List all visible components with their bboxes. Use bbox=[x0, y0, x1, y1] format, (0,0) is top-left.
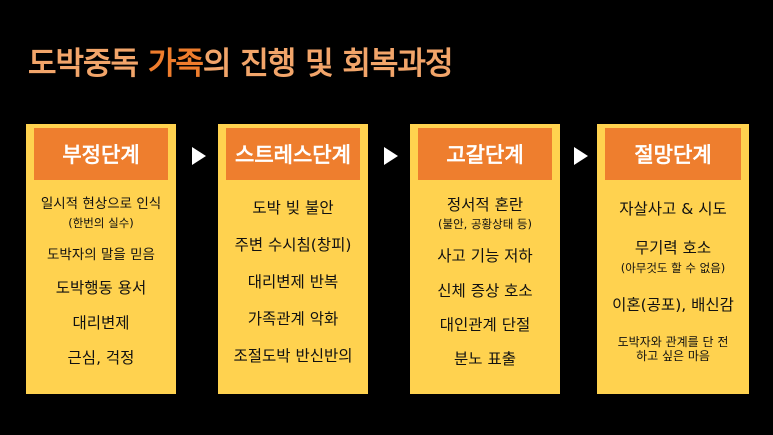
stage-item: 도박 빚 불안 bbox=[252, 199, 333, 218]
stage-item: 분노 표출 bbox=[454, 350, 516, 369]
item-text: 대인관계 단절 bbox=[439, 315, 531, 334]
stage-item: 무기력 호소 (아무것도 할 수 없음) bbox=[621, 239, 726, 275]
stage-header: 고갈단계 bbox=[418, 128, 552, 180]
stage-item: 조절도박 반신반의 bbox=[233, 347, 352, 366]
item-text: 도박행동 용서 bbox=[55, 279, 147, 298]
item-text: 도박자의 말을 믿음 bbox=[47, 246, 155, 263]
stage-item: 일시적 현상으로 인식 (한번의 실수) bbox=[41, 196, 161, 230]
stage-item: 대리변제 반복 bbox=[248, 273, 339, 292]
stage-item: 사고 기능 저하 bbox=[437, 247, 532, 266]
stage-item: 자살사고 & 시도 bbox=[619, 200, 727, 219]
item-text: 일시적 현상으로 인식 bbox=[40, 196, 162, 213]
item-text: 사고 기능 저하 bbox=[437, 247, 533, 266]
stage-items: 자살사고 & 시도 무기력 호소 (아무것도 할 수 없음) 이혼(공포), 배… bbox=[597, 180, 749, 384]
stage-item: 도박자와 관계를 단 전하고 싶은 마음 bbox=[613, 335, 733, 364]
stage-items: 정서적 혼란 (불안, 공황상태 등) 사고 기능 저하 신체 증상 호소 대인… bbox=[410, 180, 560, 384]
stage-item: 정서적 혼란 (불안, 공황상태 등) bbox=[438, 196, 532, 232]
item-text: 분노 표출 bbox=[454, 349, 516, 368]
stage-items: 도박 빚 불안 주변 수시침(창피) 대리변제 반복 가족관계 악화 조절도박 … bbox=[218, 180, 368, 384]
stage-stress: 스트레스단계 도박 빚 불안 주변 수시침(창피) 대리변제 반복 가족관계 악… bbox=[218, 124, 368, 394]
title-pre: 도박중독 bbox=[28, 46, 148, 82]
stage-item: 신체 증상 호소 bbox=[437, 282, 532, 301]
chevron-right-icon bbox=[192, 147, 206, 165]
item-text: 근심, 걱정 bbox=[67, 349, 135, 367]
item-text: 무기력 호소 bbox=[634, 239, 712, 258]
page-title: 도박중독 가족의 진행 및 회복과정 bbox=[28, 38, 454, 83]
item-text: 조절도박 반신반의 bbox=[233, 346, 353, 365]
stage-item: 대인관계 단절 bbox=[440, 316, 531, 335]
stage-item: 이혼(공포), 배신감 bbox=[612, 296, 734, 315]
stage-header: 스트레스단계 bbox=[226, 128, 360, 180]
item-text: 주변 수시침(창피) bbox=[234, 235, 352, 254]
item-subtext: (한번의 실수) bbox=[68, 215, 134, 230]
chevron-right-icon bbox=[384, 147, 398, 165]
item-text: 도박자와 관계를 단 전하고 싶은 마음 bbox=[617, 334, 729, 364]
stage-item: 가족관계 악화 bbox=[248, 310, 339, 329]
chevron-right-icon bbox=[574, 147, 588, 165]
stage-header: 절망단계 bbox=[605, 128, 741, 180]
item-text: 대리변제 bbox=[72, 314, 130, 333]
item-text: 가족관계 악화 bbox=[247, 309, 339, 328]
stage-items: 일시적 현상으로 인식 (한번의 실수) 도박자의 말을 믿음 도박행동 용서 … bbox=[26, 180, 176, 384]
item-subtext: (불안, 공황상태 등) bbox=[438, 217, 532, 232]
stage-item: 대리변제 bbox=[72, 314, 129, 333]
item-text: 신체 증상 호소 bbox=[437, 281, 533, 300]
stage-item: 도박자의 말을 믿음 bbox=[47, 247, 155, 263]
stage-denial: 부정단계 일시적 현상으로 인식 (한번의 실수) 도박자의 말을 믿음 도박행… bbox=[26, 124, 176, 394]
title-post: 의 진행 및 회복과정 bbox=[202, 46, 454, 82]
stage-item: 도박행동 용서 bbox=[56, 279, 147, 298]
item-subtext: (아무것도 할 수 없음) bbox=[620, 260, 726, 275]
stage-item: 주변 수시침(창피) bbox=[235, 236, 352, 255]
item-text: 대리변제 반복 bbox=[247, 272, 339, 291]
stage-header: 부정단계 bbox=[34, 128, 168, 180]
item-text: 정서적 혼란 bbox=[446, 195, 524, 214]
item-text: 이혼(공포), 배신감 bbox=[612, 295, 734, 314]
stage-item: 근심, 걱정 bbox=[68, 349, 135, 368]
item-text: 도박 빚 불안 bbox=[252, 198, 334, 217]
stage-exhaustion: 고갈단계 정서적 혼란 (불안, 공황상태 등) 사고 기능 저하 신체 증상 … bbox=[410, 124, 560, 394]
stage-despair: 절망단계 자살사고 & 시도 무기력 호소 (아무것도 할 수 없음) 이혼(공… bbox=[597, 124, 749, 394]
title-highlight: 가족 bbox=[147, 46, 204, 82]
item-text: 자살사고 & 시도 bbox=[619, 200, 727, 219]
